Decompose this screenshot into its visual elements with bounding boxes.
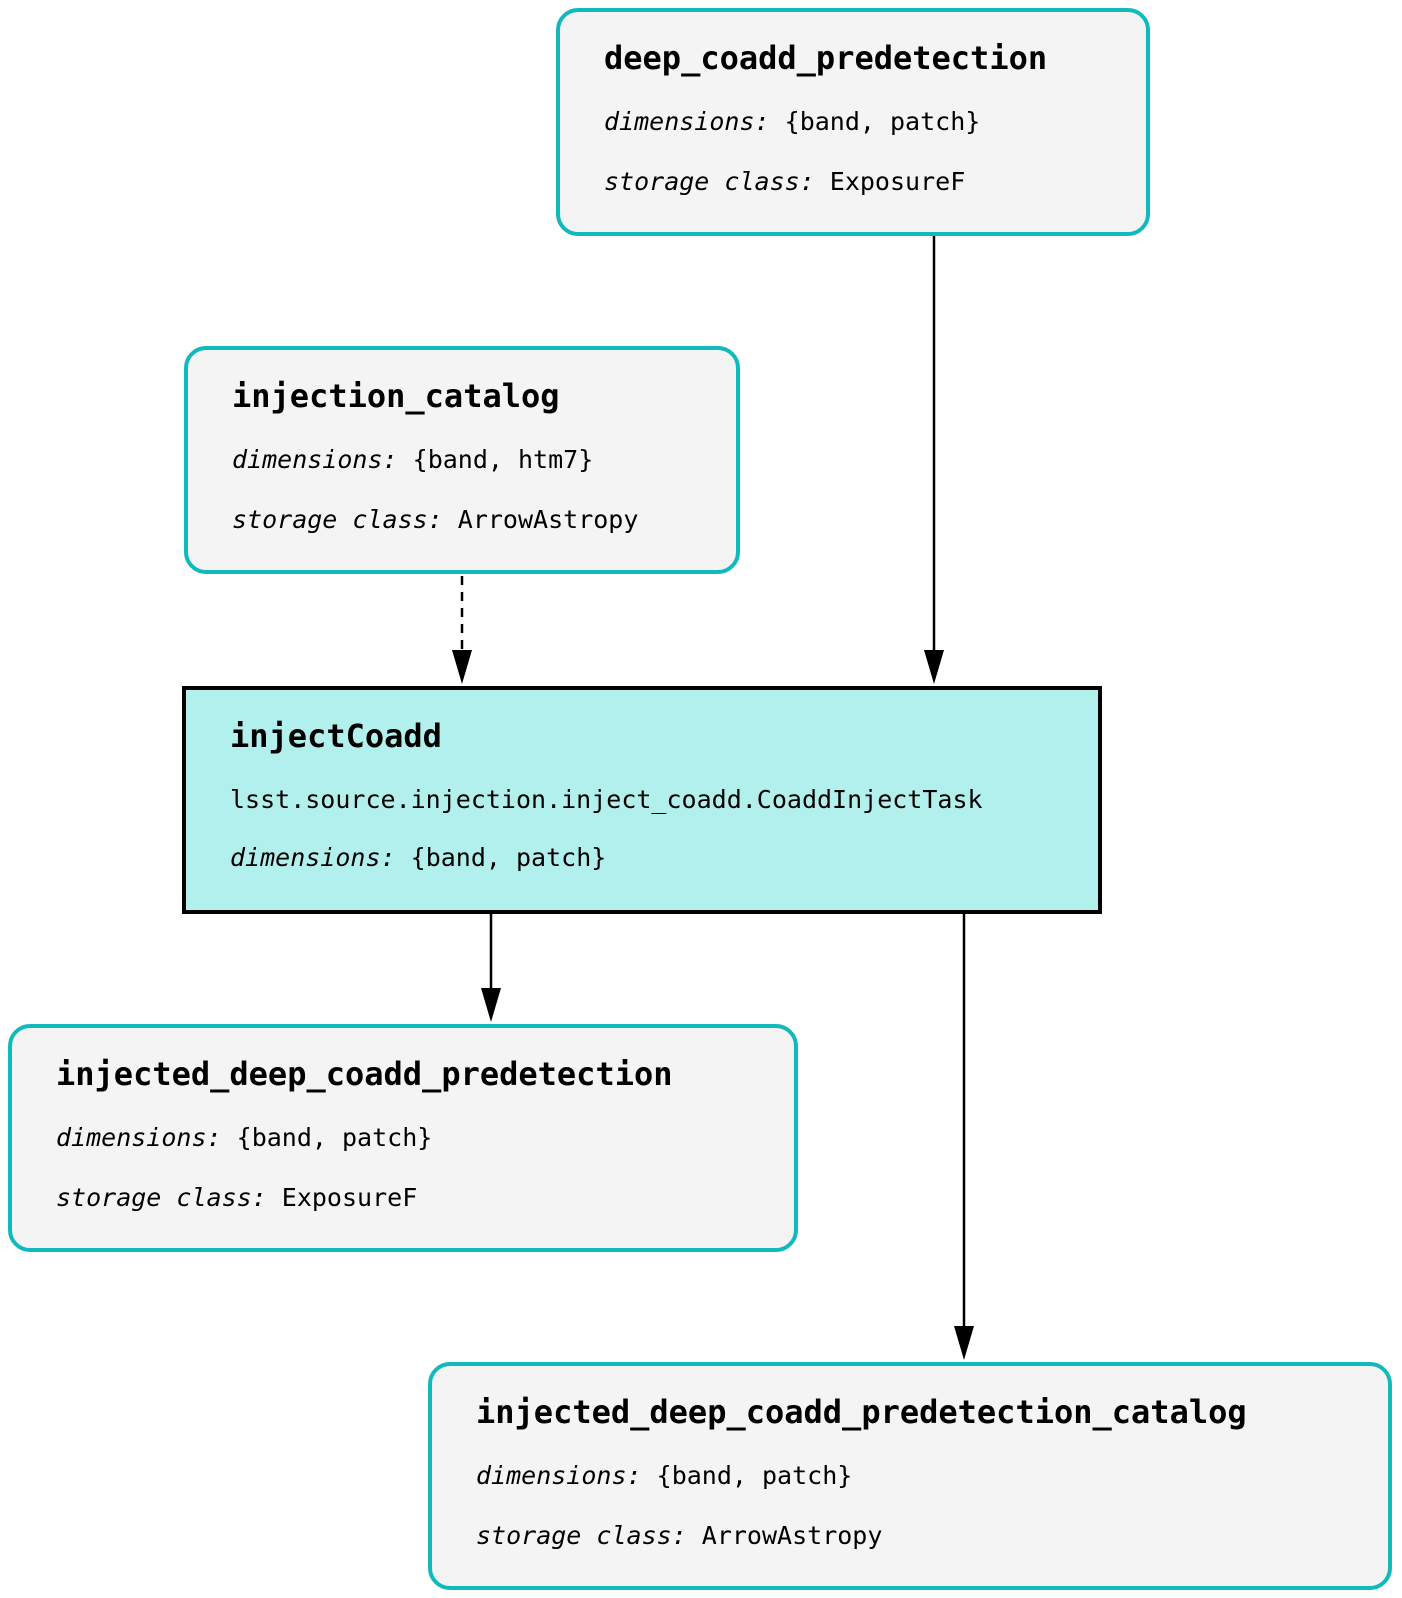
dimensions-label: dimensions: <box>230 843 396 872</box>
storage-class-label: storage class: <box>476 1521 687 1550</box>
storage-class-label: storage class: <box>232 505 443 534</box>
storage-class-value: ExposureF <box>281 1183 418 1212</box>
edge-inject-to-injected-coadd <box>481 912 501 1022</box>
dimensions-label: dimensions: <box>604 107 770 136</box>
node-storage-class: storage class: ExposureF <box>604 166 965 198</box>
node-title: injected_deep_coadd_predetection_catalog <box>476 1393 1247 1431</box>
node-dimensions: dimensions: {band, patch} <box>230 842 606 874</box>
edge-deep-coadd-to-inject <box>924 234 944 684</box>
dataset-node-injected-deep-coadd-predetection[interactable]: injected_deep_coadd_predetection dimensi… <box>8 1024 798 1252</box>
dimensions-value: {band, patch} <box>784 107 981 136</box>
storage-class-value: ArrowAstropy <box>457 505 639 534</box>
node-storage-class: storage class: ArrowAstropy <box>476 1520 882 1552</box>
dimensions-value: {band, patch} <box>236 1123 433 1152</box>
storage-class-value: ExposureF <box>829 167 966 196</box>
dimensions-label: dimensions: <box>232 445 398 474</box>
dataset-node-deep-coadd-predetection[interactable]: deep_coadd_predetection dimensions: {ban… <box>556 8 1150 236</box>
node-dimensions: dimensions: {band, htm7} <box>232 444 593 476</box>
dimensions-label: dimensions: <box>56 1123 222 1152</box>
node-title: injectCoadd <box>230 717 442 755</box>
task-node-inject-coadd[interactable]: injectCoadd lsst.source.injection.inject… <box>182 686 1102 914</box>
storage-class-label: storage class: <box>604 167 815 196</box>
node-dimensions: dimensions: {band, patch} <box>56 1122 432 1154</box>
node-storage-class: storage class: ExposureF <box>56 1182 417 1214</box>
node-title: injected_deep_coadd_predetection <box>56 1055 673 1093</box>
storage-class-value: ArrowAstropy <box>701 1521 883 1550</box>
node-title: deep_coadd_predetection <box>604 39 1048 77</box>
dataset-node-injected-deep-coadd-predetection-catalog[interactable]: injected_deep_coadd_predetection_catalog… <box>428 1362 1392 1590</box>
node-storage-class: storage class: ArrowAstropy <box>232 504 638 536</box>
node-title: injection_catalog <box>232 377 560 415</box>
task-class: lsst.source.injection.inject_coadd.Coadd… <box>230 785 983 814</box>
dataset-node-injection-catalog[interactable]: injection_catalog dimensions: {band, htm… <box>184 346 740 574</box>
dimensions-value: {band, patch} <box>410 843 607 872</box>
edge-inject-to-injected-catalog <box>954 912 974 1360</box>
node-dimensions: dimensions: {band, patch} <box>476 1460 852 1492</box>
dimensions-label: dimensions: <box>476 1461 642 1490</box>
node-dimensions: dimensions: {band, patch} <box>604 106 980 138</box>
edge-injection-catalog-to-inject <box>452 576 472 684</box>
dimensions-value: {band, htm7} <box>412 445 594 474</box>
storage-class-label: storage class: <box>56 1183 267 1212</box>
dimensions-value: {band, patch} <box>656 1461 853 1490</box>
